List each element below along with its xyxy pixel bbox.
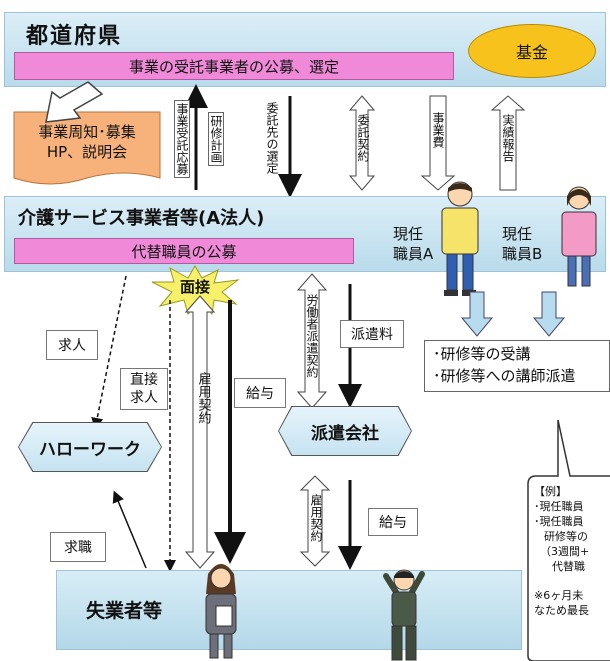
training-box: ･研修等の受講 ･研修等への講師派遣 — [424, 340, 610, 392]
example-text: 【例】 ･現任職員 ･現任職員 研修等の （3週間+ 代替職 ※6ヶ月未 なため… — [534, 484, 610, 618]
prefecture-title: 都道府県 — [26, 24, 123, 49]
dispatch-company-node: 派遣会社 — [279, 407, 411, 455]
employment-contract-label: 雇用契約 — [195, 372, 211, 424]
contract-label: 委託契約 — [356, 114, 370, 162]
cost-label: 事業費 — [431, 112, 445, 148]
dispatch-fee-box: 派遣料 — [340, 320, 404, 348]
training-plan-label: 研修計画 — [208, 112, 224, 166]
publicity-text: 事業周知･募集 HP、説明会 — [14, 122, 160, 162]
staff-a-label: 現任 職員A — [393, 224, 433, 264]
example-line-6: ※6ヶ月未 — [534, 589, 584, 602]
staff-a-figure — [441, 181, 479, 296]
interview-label: 面接 — [179, 278, 210, 296]
example-line-4: （3週間+ — [540, 545, 590, 558]
fund-label: 基金 — [515, 43, 548, 62]
selection-label: 委託先の選定 — [265, 102, 279, 174]
fund-ellipse: 基金 — [468, 24, 596, 78]
training-arrows — [460, 291, 566, 337]
selection-bar: 事業の受託事業者の公募、選定 — [14, 52, 454, 80]
staff-b-line1: 現任 — [502, 225, 533, 243]
apply-label: 事業受託応募 — [174, 100, 190, 178]
staff-b-label: 現任 職員B — [502, 224, 542, 264]
training-line1: ･研修等の受講 — [433, 345, 531, 363]
salary-2-box: 給与 — [368, 508, 418, 536]
salary-box: 給与 — [234, 378, 286, 408]
hello-work-node: ハローワーク — [19, 423, 161, 471]
staff-a-line2: 職員A — [393, 245, 434, 263]
job-seeker-man-figure — [383, 569, 425, 661]
direct-offer-line1: 直接 — [130, 372, 158, 388]
example-line-7: なため最長 — [534, 604, 589, 617]
publicity-arrow — [45, 81, 104, 123]
staff-b-line2: 職員B — [502, 245, 543, 263]
job-seeking-box: 求職 — [50, 532, 106, 562]
staff-a-line1: 現任 — [393, 225, 424, 243]
example-line-2: ･現任職員 — [534, 515, 584, 528]
example-line-3: 研修等の — [544, 530, 588, 543]
publicity-line1: 事業周知･募集 — [38, 123, 136, 141]
job-offer-box: 求人 — [46, 330, 98, 360]
dispatch-contract-label: 労働者派遣契約 — [305, 294, 319, 378]
unemployed-title: 失業者等 — [86, 600, 163, 622]
staff-b-figure — [561, 186, 597, 287]
employment-contract-2-label: 雇用契約 — [309, 494, 323, 542]
corporation-title: 介護サービス事業者等(A法人) — [18, 208, 265, 229]
direct-offer-line2: 求人 — [130, 390, 158, 406]
example-line-1: ･現任職員 — [534, 500, 584, 513]
example-heading: 【例】 — [534, 485, 567, 498]
report-label: 実績報告 — [501, 114, 515, 162]
recruit-bar: 代替職員の公募 — [14, 238, 354, 264]
direct-offer-box: 直接 求人 — [120, 368, 168, 410]
unemployed-band — [56, 570, 522, 650]
example-line-5: 代替職 — [552, 560, 585, 573]
job-seeker-woman-figure — [205, 564, 237, 659]
publicity-line2: HP、説明会 — [46, 143, 128, 161]
training-line2: ･研修等への講師派遣 — [433, 367, 576, 385]
publicity-shape — [13, 111, 161, 185]
